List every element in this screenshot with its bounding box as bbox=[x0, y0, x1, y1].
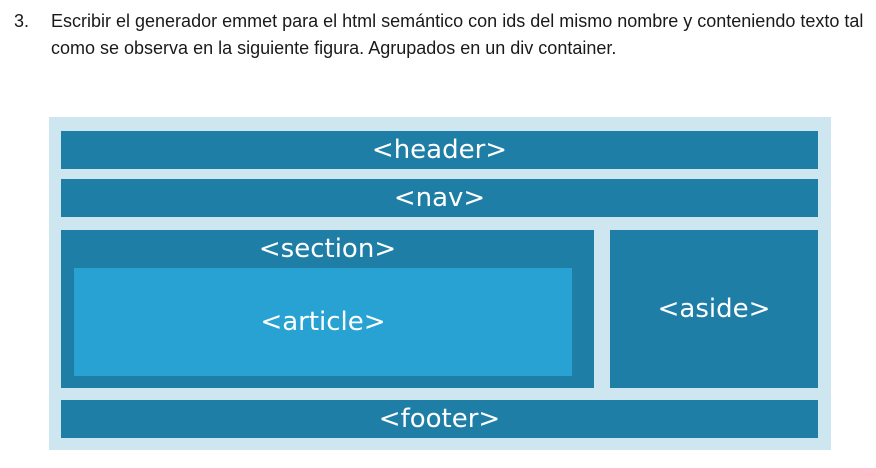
article-block: <article> bbox=[74, 268, 572, 376]
footer-block: <footer> bbox=[61, 400, 818, 438]
semantic-layout-figure: <header> <nav> <section> <article> <asid… bbox=[49, 117, 831, 450]
question-text: Escribir el generador emmet para el html… bbox=[51, 11, 864, 58]
header-block: <header> bbox=[61, 131, 818, 169]
section-label: <section> bbox=[258, 234, 397, 264]
nav-block: <nav> bbox=[61, 179, 818, 217]
question-number: 3. bbox=[14, 11, 30, 31]
section-block: <section> <article> bbox=[61, 230, 594, 388]
aside-block: <aside> bbox=[610, 230, 818, 388]
exercise-question: 3. Escribir el generador emmet para el h… bbox=[14, 8, 864, 62]
